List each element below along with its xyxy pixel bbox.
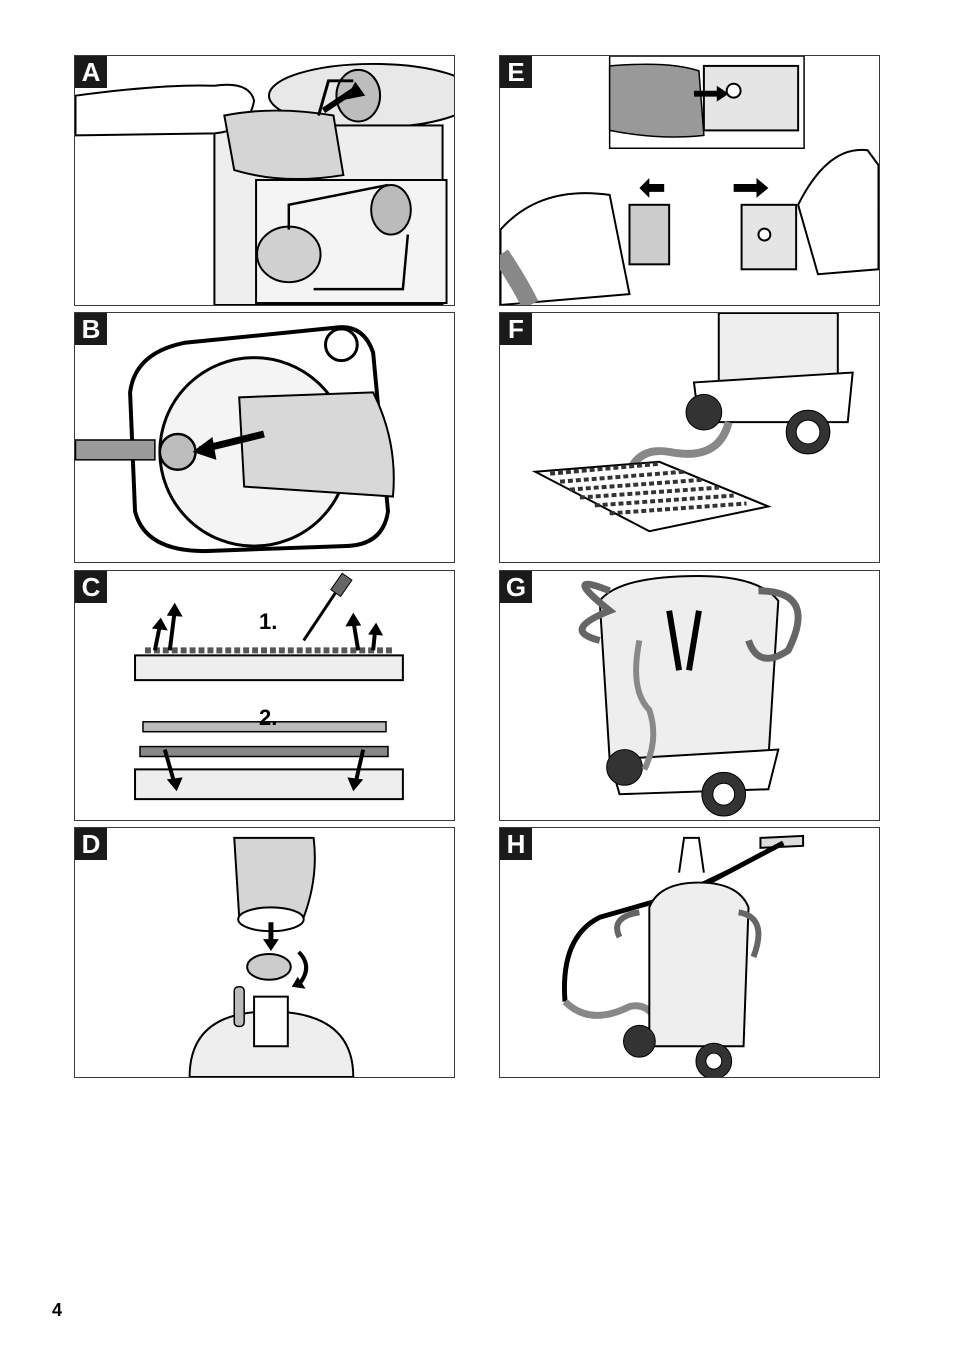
illustration-vacuum-storage (500, 571, 879, 820)
panel-f: F (499, 312, 880, 563)
panel-letter: G (500, 571, 532, 603)
illustration-vacuum-carry (500, 828, 879, 1077)
panel-letter: B (75, 313, 107, 345)
illustration-filter-bag-insert (75, 313, 454, 562)
panel-d: D (74, 827, 455, 1078)
panel-letter: E (500, 56, 532, 88)
page-number: 4 (52, 1300, 62, 1321)
panel-letter: H (500, 828, 532, 860)
panel-letter: C (75, 571, 107, 603)
step-1-label: 1. (259, 609, 277, 635)
panel-letter: D (75, 828, 107, 860)
panel-letter: F (500, 313, 532, 345)
step-2-label: 2. (259, 705, 277, 731)
panel-letter: A (75, 56, 107, 88)
panel-c: C 1. 2. (74, 570, 455, 821)
panel-a: A (74, 55, 455, 306)
panel-h: H (499, 827, 880, 1078)
panel-b: B (74, 312, 455, 563)
illustration-hose-adapter (500, 56, 879, 305)
panel-g: G (499, 570, 880, 821)
illustration-flat-pleated-filter (75, 828, 454, 1077)
panel-e: E (499, 55, 880, 306)
illustration-filter-bag-removal (75, 56, 454, 305)
illustration-vacuum-with-hose (500, 313, 879, 562)
